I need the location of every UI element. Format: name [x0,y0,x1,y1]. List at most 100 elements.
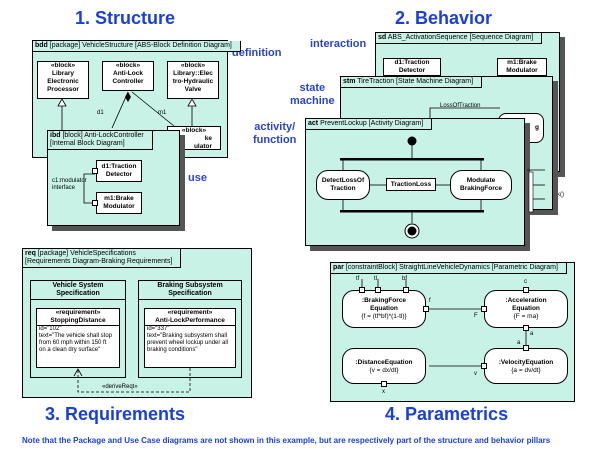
par-constraint-name: :Acceleration Equation [505,297,547,312]
req-frame-header: req [package] VehicleSpecifications [Req… [23,249,182,268]
par-label-a: a [530,331,534,337]
label-interaction: interaction [310,38,367,50]
par-port-tf [359,287,365,293]
block-name: ke ulator [193,135,212,150]
par-constraint-name: :VelocityEquation [498,359,554,366]
req-stereotype: «requirement» [167,309,213,316]
block-name: Anti-Lock Controller [112,70,144,85]
par-label-tf: tf [356,276,360,282]
pillar-title-parametrics: 4. Parametrics [385,404,509,424]
bdd-block-processor[interactable]: «block» Library Electronic Processor [37,61,89,99]
role-d1: d1 [97,110,104,116]
block-stereotype: «block» [181,127,207,134]
par-label-v: v [474,371,477,377]
par-constraint-name: :DistanceEquation [355,359,413,366]
bdd-block-antilock[interactable]: «block» Anti-Lock Controller [102,61,154,91]
ibd-frame-header: ibd [block] Anti-LockController [Interna… [48,131,153,150]
act-action-modulate-braking-force[interactable]: Modulate BrakingForce [450,170,512,200]
par-port-a [523,325,529,331]
sd-activation-bar [528,171,534,213]
par-constraint-equation: {v = dx/dt} [369,367,399,374]
sd-frame-header: sd ABS_ActivationSequence [Sequence Diag… [376,33,543,44]
ibd-part-brake-modulator[interactable]: m1:Brake Modulator [96,192,142,214]
footnote: Note that the Package and Use Case diagr… [22,436,551,445]
par-constraint-acceleration[interactable]: :Acceleration Equation {F = ma} [484,290,568,328]
par-label-F: F [474,313,478,319]
req-title: [package] VehicleSpecifications [Require… [25,250,173,265]
ibd-connector-line [83,173,95,204]
stm-transition-line [429,107,500,118]
req-requirement-text: id="337" text="Braking subsystem shall p… [147,326,229,353]
act-object-traction-loss[interactable]: TractionLoss [386,178,436,191]
label-state-machine: state machine [290,82,335,107]
sd-lifeline-traction-detector[interactable]: d1:Traction Detector [383,58,441,76]
par-kind: par [333,264,344,271]
par-port-a2 [523,345,529,351]
act-title: PreventLockup [Activity Diagram] [320,120,424,127]
par-label-c: c [524,279,527,285]
block-name: Library::Elec tro-Hydraulic Valve [172,70,214,93]
generalization-arrowhead [57,98,67,107]
req-requirement-antilock-performance[interactable]: «requirement» Anti-LockPerformance id="3… [144,308,236,368]
req-requirement-name: Anti-LockPerformance [145,317,235,326]
par-port-c [523,287,529,293]
sd-title: ABS_ActivationSequence [Sequence Diagram… [387,34,534,41]
sd-lifeline-brake-modulator[interactable]: m1:Brake Modulator [497,58,547,76]
req-kind: req [25,250,36,257]
bdd-block-valve[interactable]: «block» Library::Elec tro-Hydraulic Valv… [167,61,219,99]
generalization-valve-arrowhead [187,98,197,107]
req-requirement-stopping-distance[interactable]: «requirement» StoppingDistance id="102" … [36,308,120,368]
par-label-a2: a [517,340,521,346]
par-frame-header: par [constraintBlock] StraightLineVehicl… [331,263,567,274]
act-join-bar [340,210,484,213]
par-constraint-velocity[interactable]: :VelocityEquation {a = dv/dt} [484,348,568,384]
label-definition: definition [232,47,282,59]
composition-d1-line [111,91,129,129]
label-use: use [188,172,207,184]
req-derive-arrowhead [73,368,83,377]
par-constraint-equation: {f = (tf*bf)*(1-tl)} [361,313,407,320]
ibd-kind: ibd [50,132,61,139]
block-stereotype: «block» [115,62,141,69]
stm-kind: stm [343,78,356,85]
act-frame-header: act PreventLockup [Activity Diagram] [306,119,433,130]
ibd-port-d1 [92,168,98,174]
block-stereotype: «block» [180,62,206,69]
req-package-vehicle-spec-name: Vehicle System Specification [31,281,125,300]
act-action-detect-loss-of-traction[interactable]: DetectLossOf Traction [316,170,370,200]
stm-transition-label: LossOfTraction [440,103,481,109]
par-port-v [481,363,487,369]
req-derive-label: «deriveReqt» [102,384,138,390]
req-stereotype: «requirement» [55,309,101,316]
par-constraint-equation: {a = dv/dt} [511,367,541,374]
par-port-f [423,306,429,312]
ibd-port-m1 [92,200,98,206]
composition-d1-diamond [125,92,131,102]
label-activity-function: activity/ function [253,121,297,146]
req-requirement-name: StoppingDistance [37,317,119,326]
req-package-braking-spec-name: Braking Subsystem Specification [139,281,241,300]
req-derive-line [77,368,191,393]
par-port-F [481,306,487,312]
bdd-frame-header: bdd [package] VehicleStructure [ABS-Bloc… [33,41,241,52]
par-port-tl [375,287,381,293]
act-fork-bar [340,158,484,161]
par-port-x [381,381,387,387]
par-title: [constraintBlock] StraightLineVehicleDyn… [345,264,558,271]
par-label-x: x [382,389,385,395]
par-constraint-braking-force[interactable]: :BrakingForce Equation {f = (tf*bf)*(1-t… [342,290,426,328]
role-m1: m1 [158,110,167,116]
par-constraint-name: :BrakingForce Equation [361,297,407,312]
stm-frame-header: stm TireTraction [State Machine Diagram] [341,77,483,88]
ibd-title: [block] Anti-LockController [Internal Bl… [50,132,144,147]
sd-kind: sd [378,34,387,41]
act-kind: act [308,120,319,127]
composition-m1-line [131,91,175,127]
par-label-tl: tl [374,276,377,282]
pillar-title-requirements: 3. Requirements [45,404,186,424]
